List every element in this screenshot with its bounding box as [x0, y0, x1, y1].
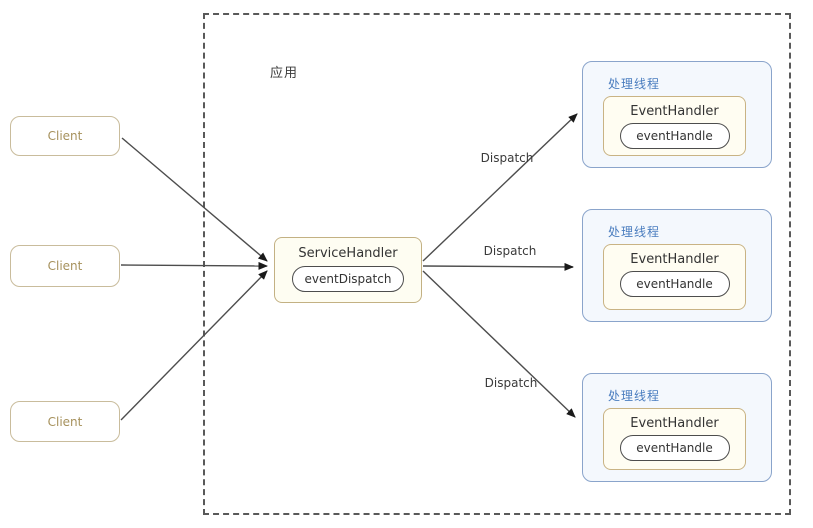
thread-node-2-label: 处理线程 — [608, 225, 661, 239]
thread-node-3: 处理线程 EventHandler eventHandle — [582, 373, 772, 482]
thread-node-2: 处理线程 EventHandler eventHandle — [582, 209, 772, 322]
dispatch-label-1: Dispatch — [480, 151, 534, 165]
eventhandler-title-3: EventHandler — [630, 416, 719, 431]
eventhandler-node-3: EventHandler eventHandle — [603, 408, 746, 470]
eventdispatch-label: eventDispatch — [304, 272, 392, 286]
eventhandle-label-3: eventHandle — [636, 441, 713, 455]
eventhandler-title-2: EventHandler — [630, 252, 719, 267]
eventhandle-label-1: eventHandle — [636, 129, 713, 143]
thread-node-1-label: 处理线程 — [608, 77, 661, 91]
eventhandler-node-2: EventHandler eventHandle — [603, 244, 746, 310]
client-node-2-label: Client — [47, 259, 83, 273]
client-node-1-label: Client — [47, 129, 83, 143]
dispatch-label-3: Dispatch — [484, 376, 538, 390]
eventhandle-node-1: eventHandle — [619, 123, 730, 149]
client-node-3-label: Client — [47, 414, 83, 429]
eventhandle-node-3: eventHandle — [619, 435, 730, 461]
client-node-2: Client — [10, 245, 120, 287]
thread-node-3-label: 处理线程 — [608, 389, 661, 403]
dispatch-label-2: Dispatch — [483, 244, 537, 258]
application-label: 应用 — [270, 66, 299, 81]
eventhandler-node-1: EventHandler eventHandle — [603, 96, 746, 156]
servicehandler-title: ServiceHandler — [298, 246, 398, 261]
eventdispatch-node: eventDispatch — [292, 266, 404, 292]
thread-node-1: 处理线程 EventHandler eventHandle — [582, 61, 772, 168]
eventhandler-title-1: EventHandler — [630, 104, 719, 119]
eventhandle-node-2: eventHandle — [619, 271, 730, 297]
eventhandle-label-2: eventHandle — [636, 277, 713, 291]
client-node-1: Client — [10, 116, 120, 156]
application-boundary-box — [203, 13, 791, 515]
servicehandler-node: ServiceHandler eventDispatch — [274, 237, 422, 303]
client-node-3: Client — [10, 401, 120, 442]
